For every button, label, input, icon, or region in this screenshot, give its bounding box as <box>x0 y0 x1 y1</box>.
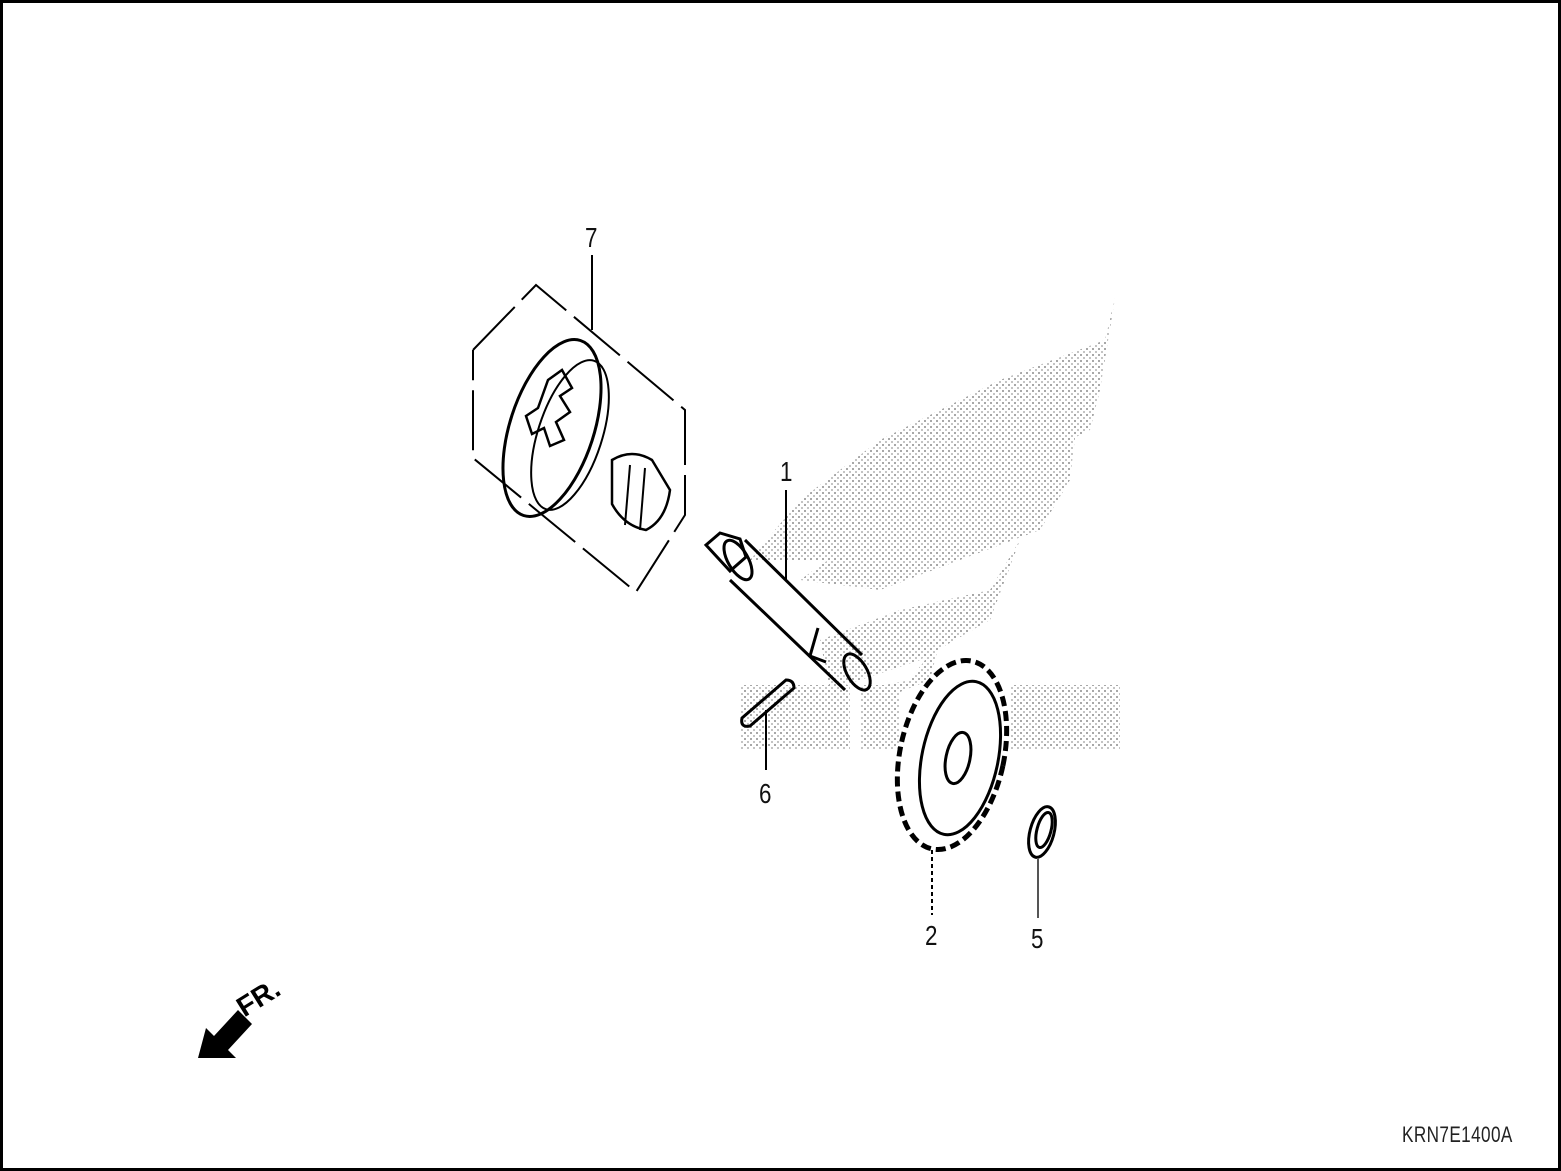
callout-2: 2 <box>925 920 938 951</box>
callout-5: 5 <box>1031 923 1044 954</box>
part-5-snap-ring <box>1027 805 1057 859</box>
watermark-lettering <box>740 685 1120 750</box>
part-7-rotor-assembly <box>472 283 686 594</box>
part-6-pin <box>740 678 796 728</box>
part-1-shaft <box>703 531 872 692</box>
front-direction-arrow-icon <box>198 1010 252 1058</box>
callout-1: 1 <box>780 456 793 487</box>
drawing-code: KRN7E1400A <box>1402 1122 1513 1147</box>
watermark-wing-icon <box>750 298 1115 700</box>
part-2-gear <box>894 657 1010 853</box>
callout-6: 6 <box>759 778 772 809</box>
callout-7: 7 <box>585 222 598 253</box>
